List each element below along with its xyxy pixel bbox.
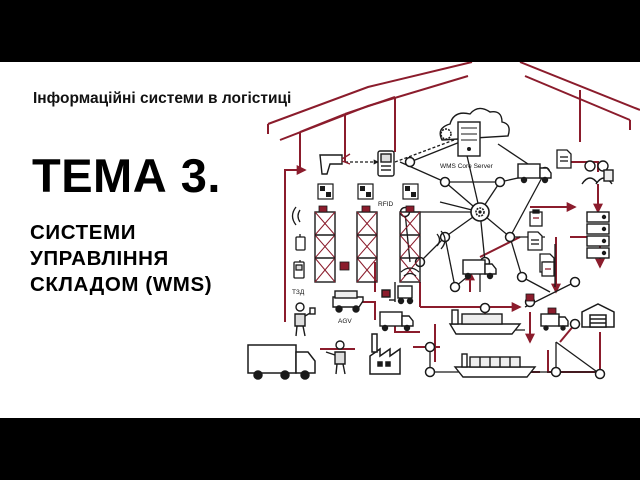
gear-hub-icon xyxy=(470,202,490,222)
package-icon xyxy=(318,205,557,316)
truck-icon xyxy=(517,163,552,184)
wifi-icon xyxy=(291,206,446,277)
letterbox-bottom xyxy=(0,418,640,480)
handheld-terminal-icon xyxy=(293,236,306,279)
pallet-rack-icon xyxy=(314,211,421,283)
warehouse-icon xyxy=(581,303,615,328)
rfid-label: RFID xyxy=(378,201,393,208)
heading-line-3: СКЛАДОМ (WMS) xyxy=(30,273,213,297)
slide: Інформаційні системи в логістиці ТЕМА 3.… xyxy=(0,62,640,418)
people-icon xyxy=(581,160,614,185)
letterbox-top xyxy=(0,0,640,62)
cargo-ship-icon xyxy=(448,309,537,378)
agv-label: AGV xyxy=(338,318,352,325)
heading-line-1: СИСТЕМИ xyxy=(30,221,137,244)
factory-icon xyxy=(369,333,401,375)
truck-icon xyxy=(379,259,569,332)
slide-subtitle: Інформаційні системи в логістиці xyxy=(33,90,292,107)
qr-code-icon xyxy=(317,183,419,200)
tsd-label: ТЗД xyxy=(292,289,305,296)
barcode-scanner-icon xyxy=(319,153,351,175)
slide-heading: СИСТЕМИ УПРАВЛІННЯ СКЛАДОМ (WMS) xyxy=(30,220,212,298)
handheld-terminal-icon xyxy=(377,150,395,177)
clipboard-icon xyxy=(529,209,555,277)
forklift-icon xyxy=(381,282,414,305)
data-network-lines xyxy=(299,133,601,375)
worker-icon xyxy=(294,302,316,337)
warehouse-illustration: WMS Core Server xyxy=(247,62,640,380)
heading-line-2: УПРАВЛІННЯ xyxy=(30,247,169,271)
network-nodes xyxy=(399,141,606,380)
cloud-server-icon xyxy=(439,107,510,157)
server-label: WMS Core Server xyxy=(440,163,494,170)
server-rack-icon xyxy=(586,211,610,259)
roof-truss xyxy=(267,62,640,172)
worker-icon xyxy=(325,340,346,375)
agv-robot-icon xyxy=(332,290,364,313)
slide-title: ТЕМА 3. xyxy=(32,149,221,202)
truck-icon xyxy=(247,344,316,380)
